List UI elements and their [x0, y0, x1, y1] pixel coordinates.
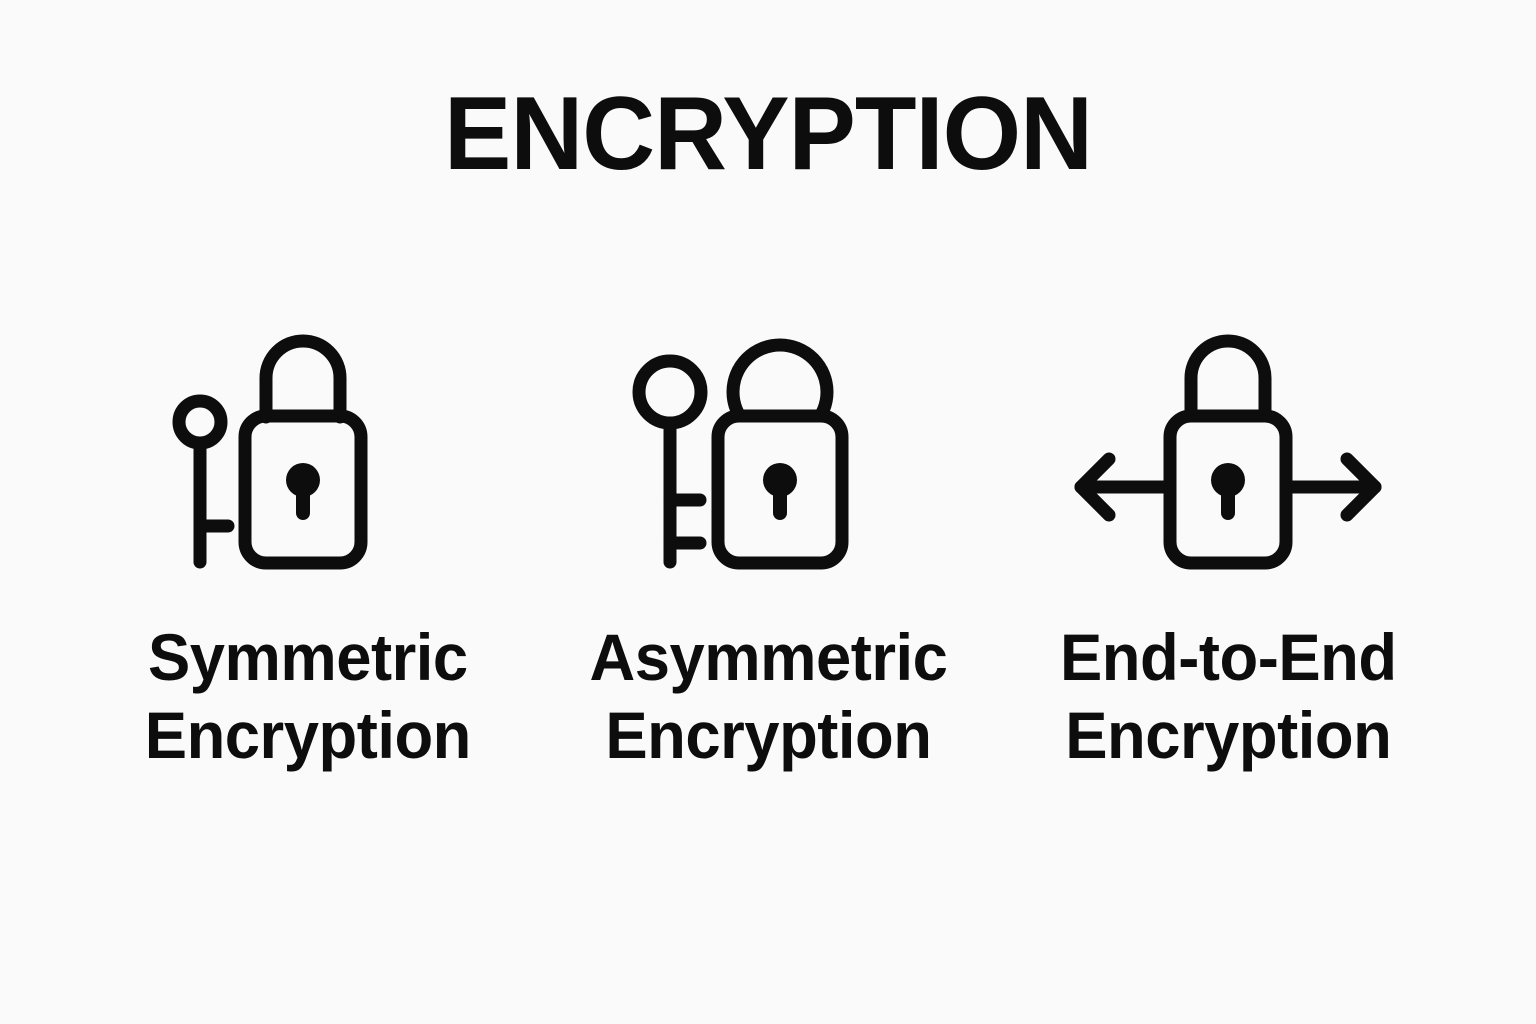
arrow-right-head-icon — [1340, 452, 1382, 522]
keyhole-icon — [1211, 463, 1245, 520]
key-and-padlock-icon — [128, 300, 488, 590]
caption-end-to-end: End-to-End Encryption — [1059, 620, 1397, 772]
column-asymmetric: Asymmetric Encryption — [538, 300, 998, 774]
padlock-shackle-icon — [1184, 334, 1272, 424]
key-and-ring-padlock-svg — [632, 338, 849, 570]
keyhole-icon — [763, 463, 797, 520]
key-head-icon — [172, 394, 228, 450]
padlock-with-arrows-svg — [1074, 334, 1382, 570]
column-end-to-end: End-to-End Encryption — [998, 300, 1458, 774]
padlock-body-icon — [238, 409, 368, 570]
padlock-shackle-icon — [259, 334, 347, 424]
caption-symmetric: Symmetric Encryption — [144, 620, 472, 772]
caption-asymmetric: Asymmetric Encryption — [589, 620, 947, 772]
page-title: ENCRYPTION — [444, 76, 1093, 192]
key-and-padlock-svg — [172, 334, 368, 570]
column-symmetric: Symmetric Encryption — [78, 300, 538, 774]
icon-columns: Symmetric Encryption — [0, 300, 1536, 820]
key-and-ring-padlock-icon — [588, 300, 948, 590]
padlock-with-arrows-icon — [1048, 300, 1408, 590]
arrow-left-head-icon — [1074, 452, 1116, 522]
keyhole-icon — [286, 463, 320, 520]
key-head-icon — [632, 354, 708, 430]
